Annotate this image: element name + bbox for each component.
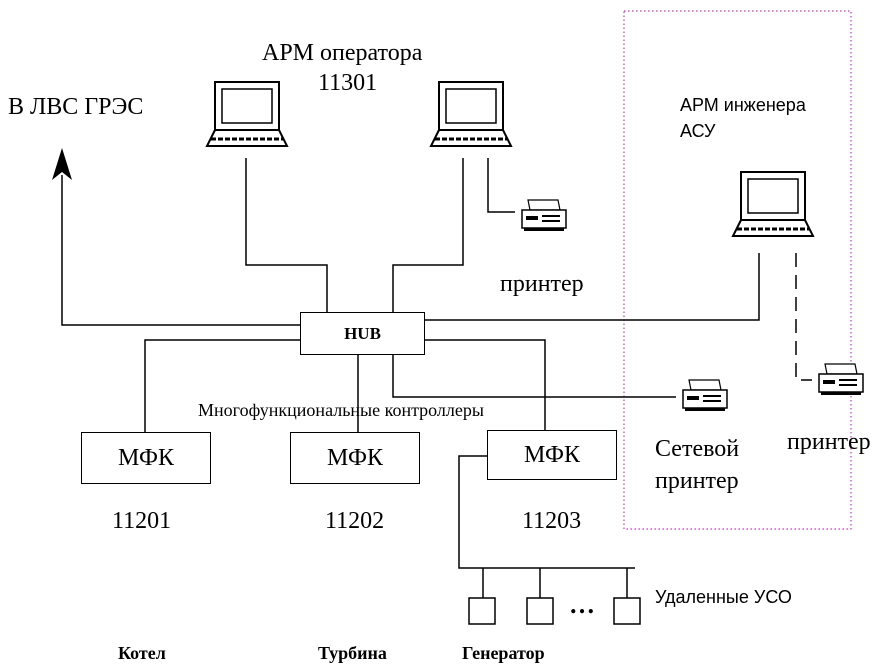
engineer-pc-icon [731,170,815,238]
unit-generator: Генератор [462,643,545,663]
engineer-zone [623,10,852,530]
engineer-printer-icon [818,363,864,396]
engineer-subtitle: АСУ [680,121,716,141]
network-printer-label-1: Сетевой [655,436,740,462]
unit-boiler: Котел [118,643,166,663]
remote-uso-label: Удаленные УСО [655,587,792,607]
mfk-id-3: 11203 [522,508,582,534]
operator-pc-1-icon [205,80,289,148]
uso-bus [458,455,635,569]
lan-label: В ЛВС ГРЭС [8,94,144,120]
mfk-box-3: МФК [487,430,617,480]
mfk-label: МФК [118,444,174,471]
remote-module-icon [468,597,496,625]
mfk-id-1: 11201 [112,508,172,534]
mfk-label: МФК [524,441,580,468]
mfk-id-2: 11202 [325,508,385,534]
remote-module-icon [613,597,641,625]
network-printer-icon [682,379,728,412]
mfk-box-1: МФК [81,432,211,484]
ellipsis: … [569,590,595,619]
operator-id: 11301 [318,70,378,96]
operator-pc2-link [392,158,464,312]
lan-link [61,175,300,326]
network-printer-label-2: принтер [655,468,739,494]
network-printer-link [392,355,676,398]
operator-title: АРМ оператора [262,40,423,66]
mfk3-link [425,339,546,430]
hub-label: HUB [344,323,381,343]
mfk-group-label: Многофункциональные контроллеры [198,400,484,420]
mfk-box-2: МФК [290,432,420,484]
engineer-title: АРМ инженера [680,95,806,115]
remote-module-icon [526,597,554,625]
engineer-printer-link [795,253,812,381]
operator-printer-link [487,158,515,213]
engineer-printer-label: принтер [787,429,871,455]
unit-turbine: Турбина [318,643,387,663]
operator-pc1-link [245,158,328,312]
operator-pc-2-icon [429,80,513,148]
mfk-label: МФК [327,444,383,471]
engineer-pc-link [425,253,760,321]
printer-label: принтер [500,271,584,297]
mfk1-link [144,339,300,432]
arrow-up-icon [52,148,72,180]
hub-box: HUB [300,312,425,355]
printer-icon [521,199,567,232]
